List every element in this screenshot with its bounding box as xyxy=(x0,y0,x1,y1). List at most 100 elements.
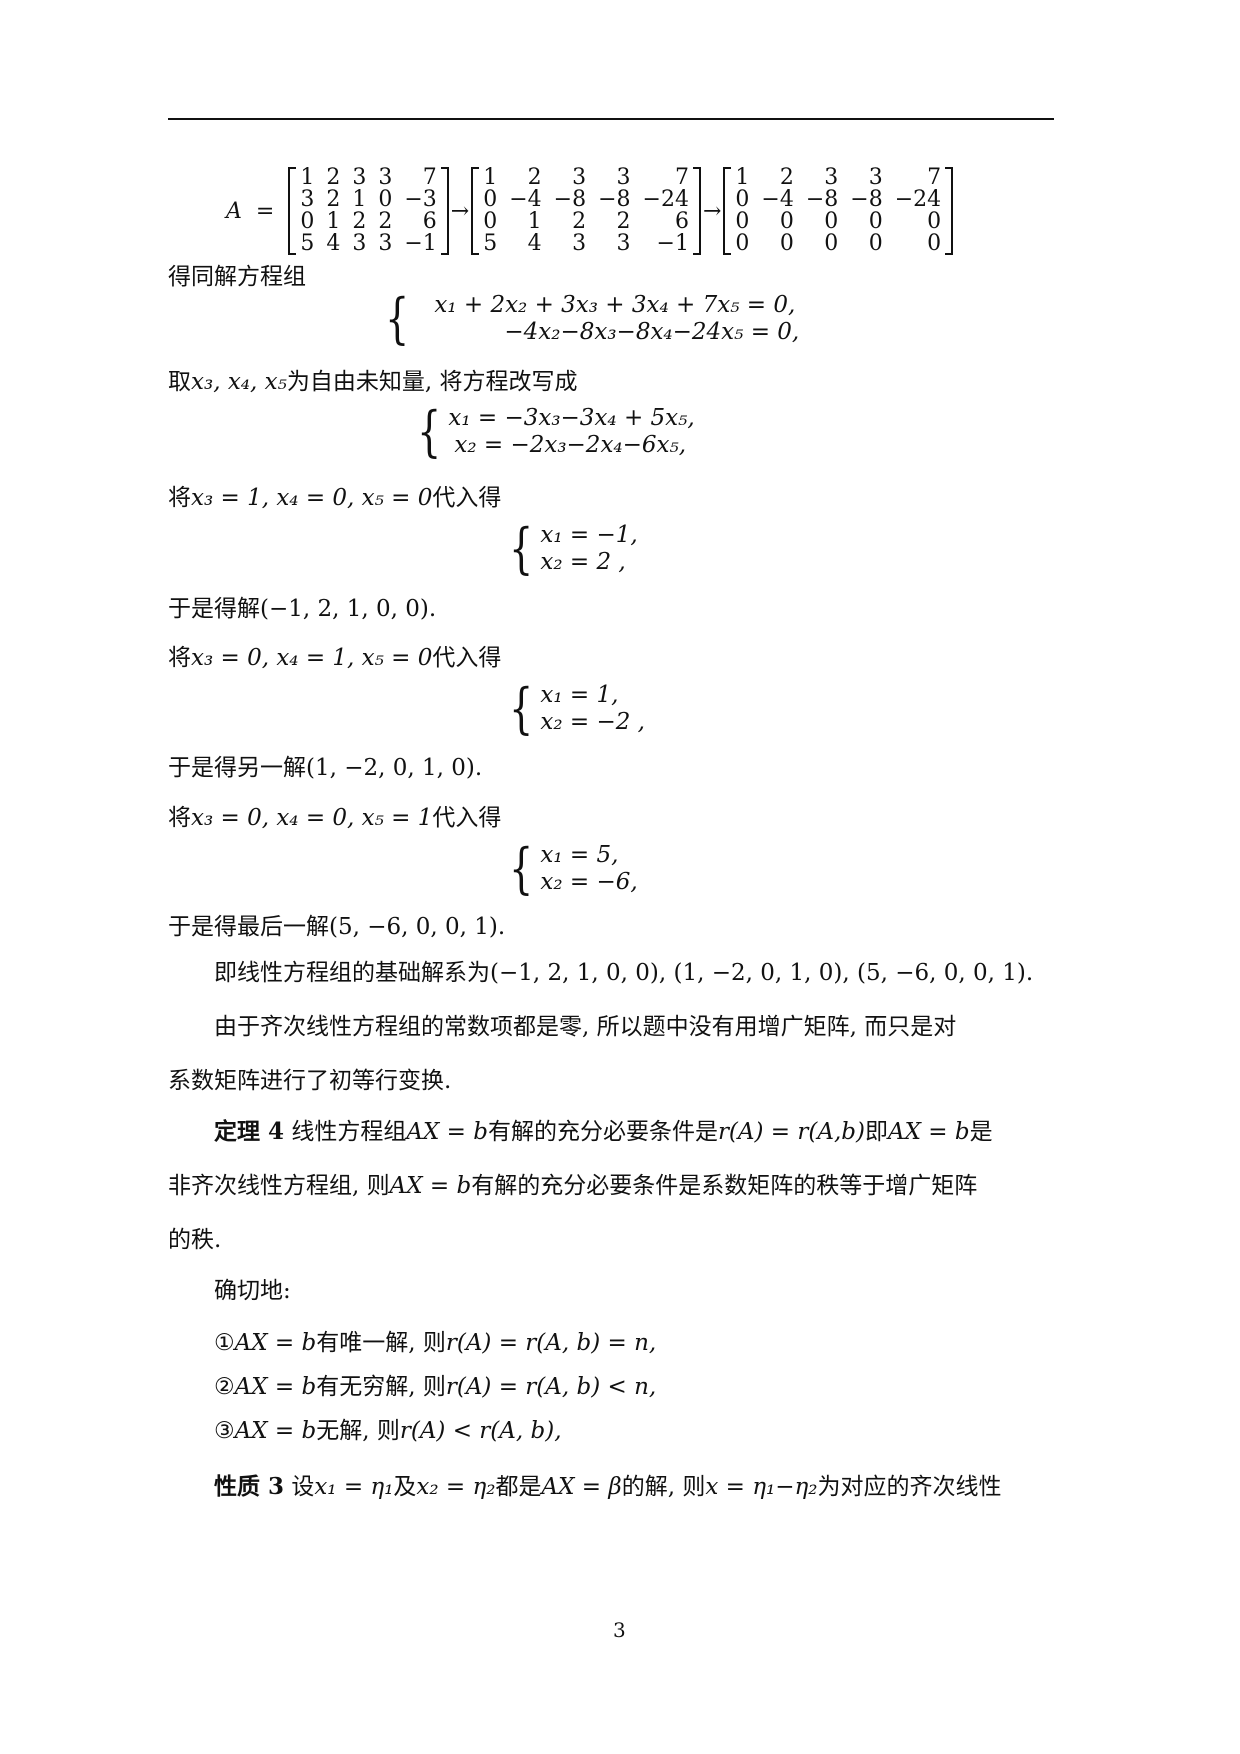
paragraph: 取x₃, x₄, x₅为自由未知量, 将方程改写成 xyxy=(168,369,578,395)
matrix-label: A xyxy=(226,198,242,224)
matrix-cell: 7 xyxy=(674,165,689,190)
matrix-cell: −24 xyxy=(894,187,942,212)
matrix-row: 5 4 3 3 −1 xyxy=(477,233,695,255)
matrix-cell: 0 xyxy=(735,209,750,234)
paragraph: 系数矩阵进行了初等行变换. xyxy=(168,1068,452,1094)
paragraph: 于是得解(−1, 2, 1, 0, 0). xyxy=(168,596,437,622)
paragraph: 于是得最后一解(5, −6, 0, 0, 1). xyxy=(168,914,506,940)
matrix-cell: 0 xyxy=(735,187,750,212)
matrix-cell: 6 xyxy=(674,209,689,234)
case-item: ③AX = b无解, 则r(A) < r(A, b), xyxy=(214,1418,562,1444)
matrix-cell: 1 xyxy=(483,165,498,190)
matrix-cell: 4 xyxy=(527,231,542,256)
matrix-cell: 2 xyxy=(779,165,794,190)
page-number: 3 xyxy=(613,1618,626,1642)
matrix-cell: 2 xyxy=(572,209,587,234)
matrix-cell: 6 xyxy=(422,209,437,234)
matrix-cell: 3 xyxy=(616,231,631,256)
equation-system-4: { x₁ = 1, x₂ = −2 , xyxy=(509,677,645,740)
matrix-cell: 1 xyxy=(352,187,367,212)
equals-sign: = xyxy=(255,198,275,224)
property-line: 性质 3 设x₁ = η₁及x₂ = η₂都是AX = β的解, 则x = η₁… xyxy=(214,1473,1002,1500)
matrix-cell: 3 xyxy=(378,231,393,256)
matrix-cell: 1 xyxy=(300,165,315,190)
matrix-cell: 2 xyxy=(352,209,367,234)
matrix-cell: 3 xyxy=(572,231,587,256)
matrix-cell: 0 xyxy=(483,209,498,234)
matrix-cell: 1 xyxy=(326,209,341,234)
matrix-cell: −8 xyxy=(850,187,883,212)
matrix-cell: −24 xyxy=(642,187,689,212)
matrix-cell: 2 xyxy=(378,209,393,234)
arrow-icon: → xyxy=(450,198,470,224)
matrix-cell: 0 xyxy=(824,209,839,234)
matrix-cell: 3 xyxy=(352,231,367,256)
matrix-cell: −8 xyxy=(805,187,839,212)
brace-icon: { xyxy=(417,400,442,463)
paragraph: 于是得另一解(1, −2, 0, 1, 0). xyxy=(168,755,483,781)
matrix-row: 0 −4 −8 −8 −24 xyxy=(477,189,695,211)
matrix-cell: 2 xyxy=(527,165,542,190)
theorem-line: 定理 4 线性方程组AX = b有解的充分必要条件是r(A) = r(A,b)即… xyxy=(214,1118,993,1145)
matrix-cell: 3 xyxy=(868,165,883,190)
paragraph: 由于齐次线性方程组的常数项都是零, 所以题中没有用增广矩阵, 而只是对 xyxy=(214,1014,957,1040)
equation-system-2: { x₁ = −3x₃−3x₄ + 5x₅, x₂ = −2x₃−2x₄−6x₅… xyxy=(412,405,695,459)
matrix-cell: 3 xyxy=(378,165,393,190)
arrow-icon: → xyxy=(702,198,722,224)
equation-line: x₁ = −3x₃−3x₄ + 5x₅, xyxy=(448,405,695,431)
matrix-cell: −1 xyxy=(404,231,437,256)
matrix-cell: −8 xyxy=(598,187,631,212)
matrix-cell: −8 xyxy=(553,187,587,212)
paragraph: 将x₃ = 0, x₄ = 1, x₅ = 0代入得 xyxy=(168,645,502,671)
matrix-cell: 0 xyxy=(779,209,794,234)
matrix-cell: 0 xyxy=(868,209,883,234)
matrix-cell: 0 xyxy=(927,209,942,234)
matrix-cell: 0 xyxy=(300,209,315,234)
matrix-cell: 1 xyxy=(735,165,750,190)
matrix-cell: 0 xyxy=(824,231,839,256)
matrix-cell: 5 xyxy=(483,231,498,256)
matrix-cell: 0 xyxy=(735,231,750,256)
matrix-cell: 2 xyxy=(326,165,341,190)
case-item: ②AX = b有无穷解, 则r(A) = r(A, b) < n, xyxy=(214,1374,657,1400)
matrix-cell: 3 xyxy=(616,165,631,190)
header-rule xyxy=(168,118,1054,120)
matrix-cell: 2 xyxy=(616,209,631,234)
equation-line: x₂ = −2x₃−2x₄−6x₅, xyxy=(454,432,687,458)
matrix-cell: 0 xyxy=(779,231,794,256)
matrix-cell: 3 xyxy=(300,187,315,212)
matrix-cell: 3 xyxy=(824,165,839,190)
case-item: ①AX = b有唯一解, 则r(A) = r(A, b) = n, xyxy=(214,1330,657,1356)
matrix-cell: 0 xyxy=(483,187,498,212)
matrix-cell: −4 xyxy=(509,187,542,212)
matrix-cell: 2 xyxy=(326,187,341,212)
equation-system-5: { x₁ = 5, x₂ = −6, xyxy=(509,837,638,900)
brace-icon: { xyxy=(509,837,534,900)
matrix-cell: 5 xyxy=(300,231,315,256)
matrix-cell: −1 xyxy=(656,231,689,256)
paragraph: 将x₃ = 1, x₄ = 0, x₅ = 0代入得 xyxy=(168,485,502,511)
matrix-cell: 3 xyxy=(352,165,367,190)
matrix-cell: 7 xyxy=(927,165,942,190)
matrix-cell: 7 xyxy=(422,165,437,190)
paragraph: 得同解方程组 xyxy=(168,264,306,290)
property-label: 性质 3 xyxy=(214,1473,285,1500)
matrix-cell: 3 xyxy=(572,165,587,190)
theorem-line: 的秩. xyxy=(168,1227,222,1253)
theorem-line: 非齐次线性方程组, 则AX = b有解的充分必要条件是系数矩阵的秩等于增广矩阵 xyxy=(168,1173,978,1199)
matrix-cell: 0 xyxy=(927,231,942,256)
equation-line: −4x₂−8x₃−8x₄−24x₅ = 0, xyxy=(504,319,800,345)
brace-icon: { xyxy=(509,677,534,740)
matrix-cell: 0 xyxy=(378,187,393,212)
matrix-cell: −3 xyxy=(404,187,437,212)
equation-system-3: { x₁ = −1, x₂ = 2 , xyxy=(509,517,638,580)
